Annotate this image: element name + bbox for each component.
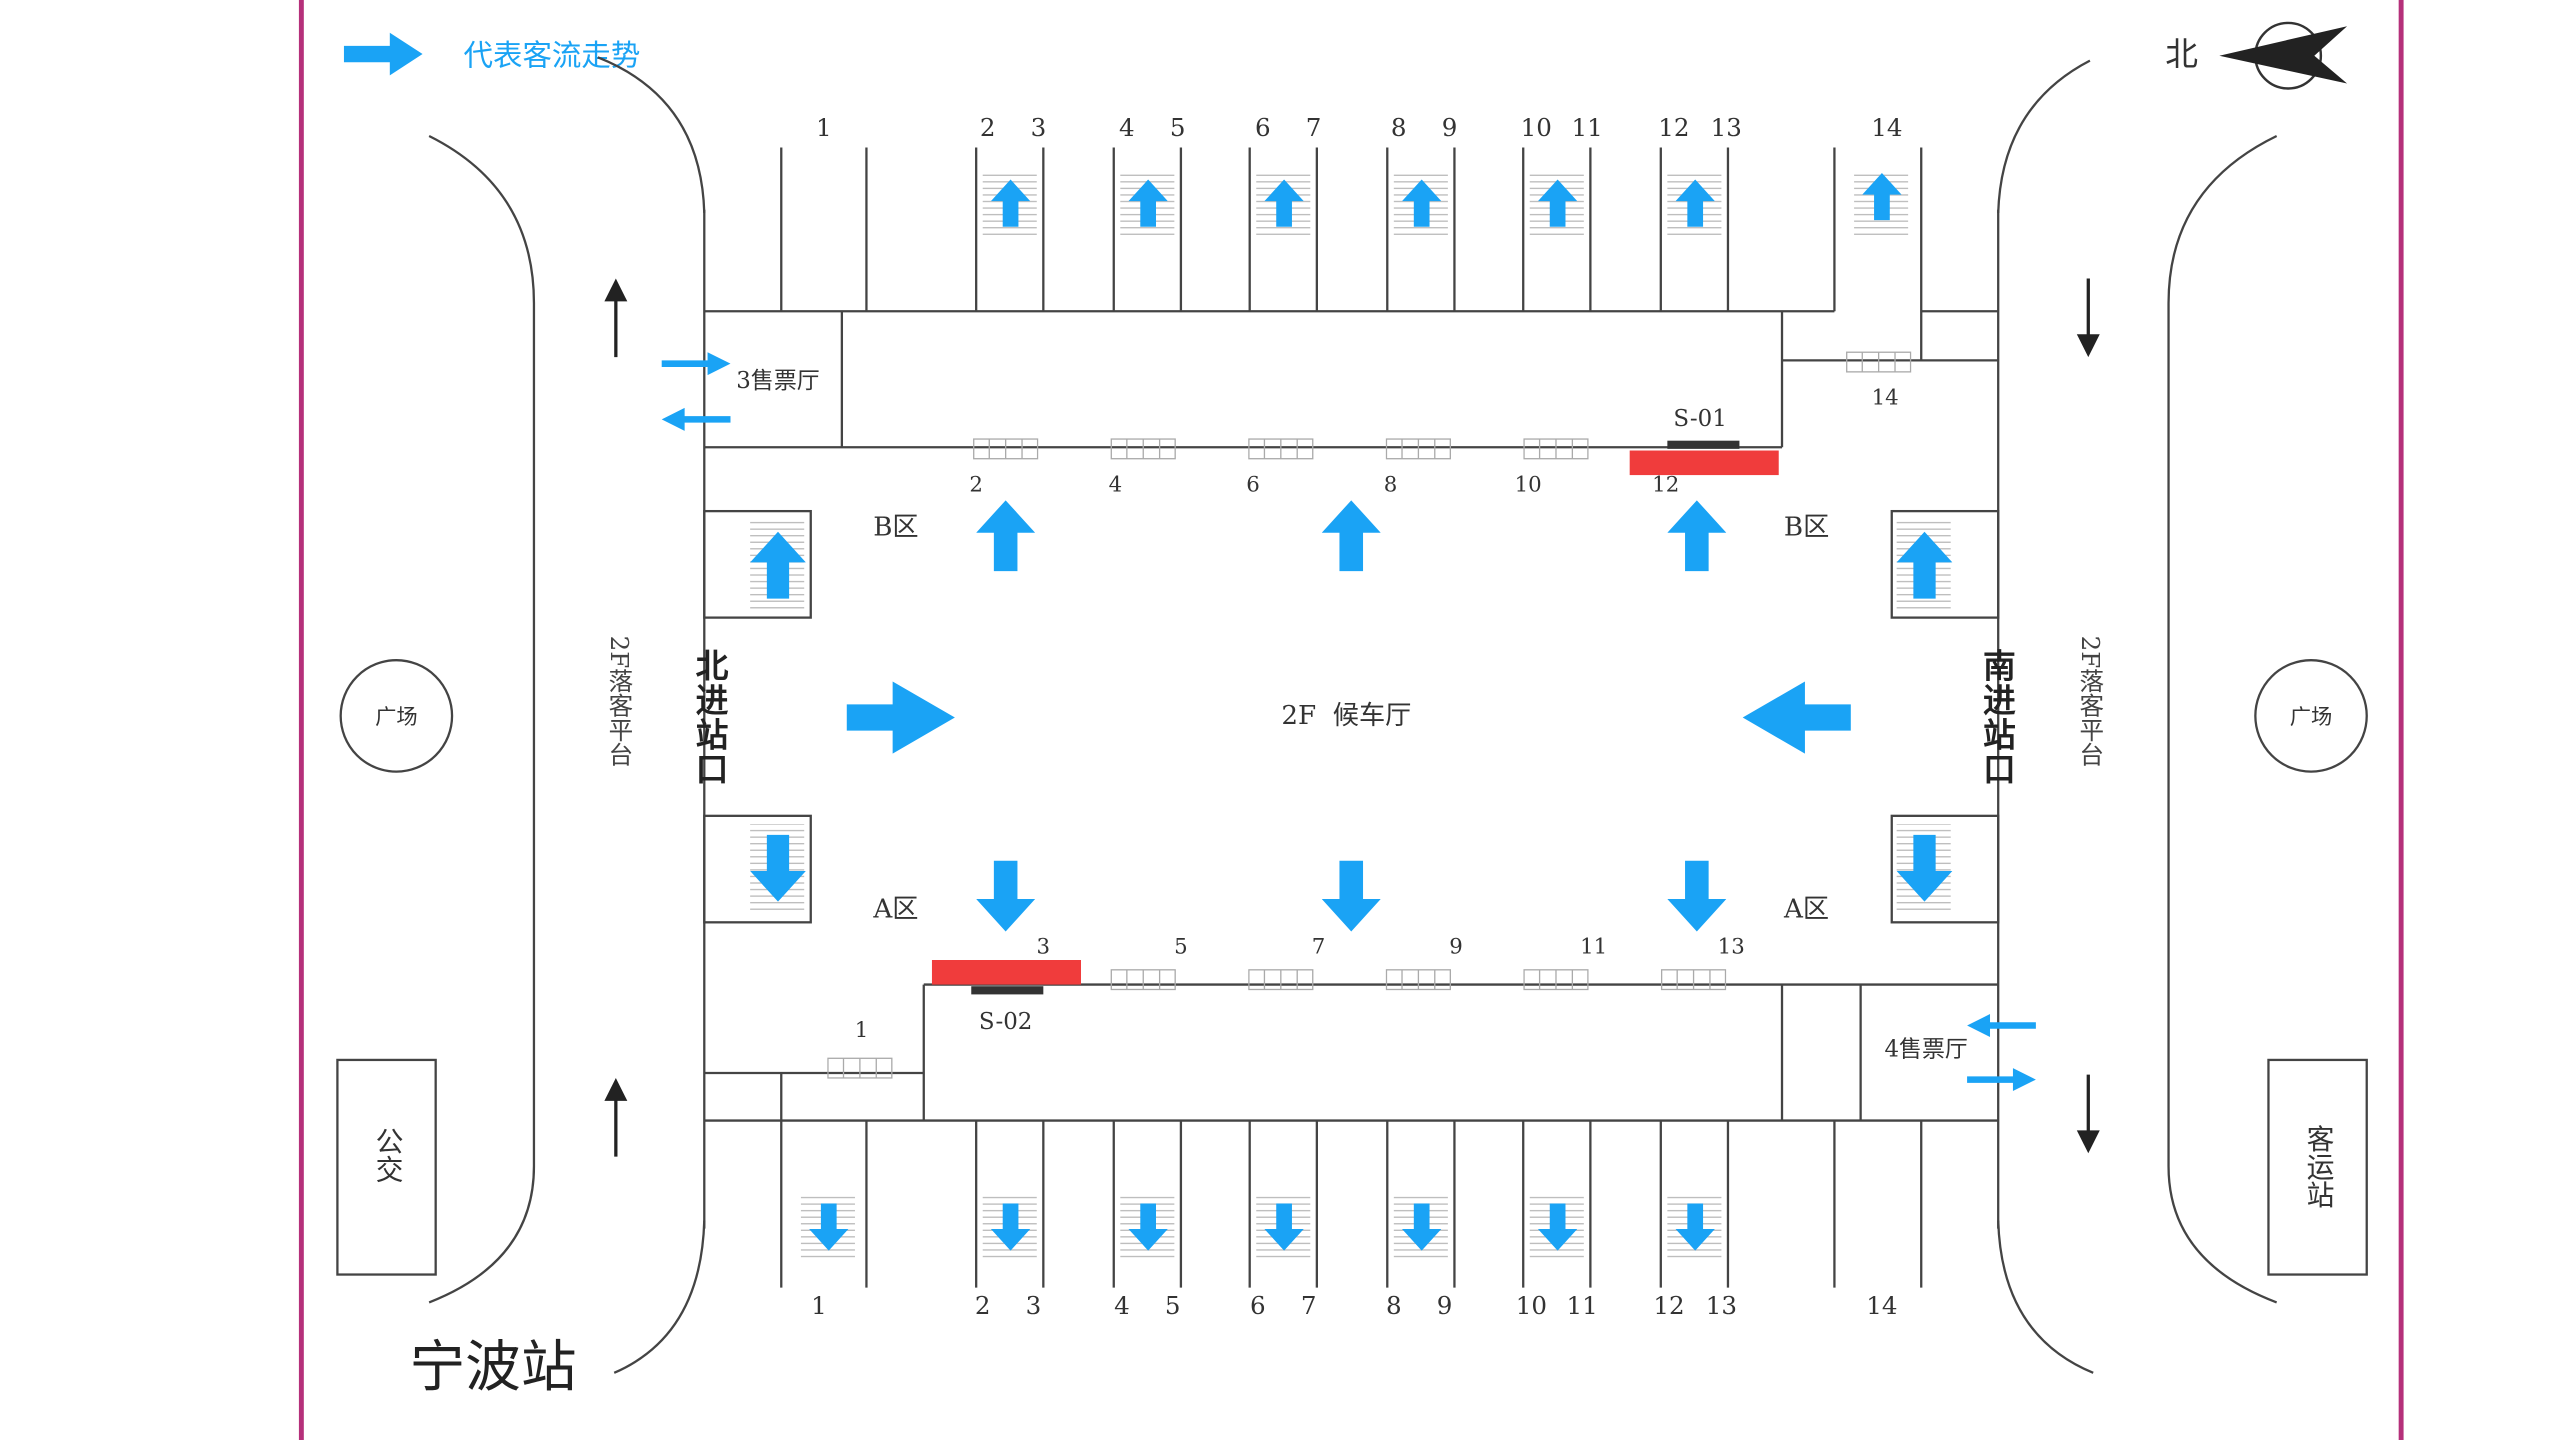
platform-number: 2 — [980, 113, 996, 142]
ad-panels — [931, 440, 1779, 995]
gate-number: 11 — [1580, 934, 1607, 959]
building — [703, 147, 2000, 1229]
gate-numbers: 2 4 6 8 10 12 3 5 7 9 11 13 14 1 — [855, 386, 1899, 1043]
north-entrance-label: 北进站口 — [691, 649, 729, 787]
road-direction-arrows — [604, 278, 2100, 1157]
road-curve — [1997, 59, 2091, 214]
top-platform-numbers: 1 2 3 4 5 6 7 8 9 10 11 12 13 14 — [816, 113, 1902, 142]
platform-number: 7 — [1306, 113, 1322, 142]
platform-number: 5 — [1165, 1291, 1181, 1320]
zone-label: B区 — [873, 513, 918, 543]
gate-number: 1 — [855, 1018, 869, 1043]
ad-panel-s02 — [931, 960, 1081, 985]
platform-number: 8 — [1386, 1291, 1402, 1320]
ad-label-s01: S-01 — [1673, 406, 1726, 432]
gate-number: 6 — [1246, 472, 1260, 497]
platform-number: 5 — [1170, 113, 1186, 142]
coach-station-label: 客运站 — [2303, 1125, 2336, 1209]
platform-number: 12 — [1658, 113, 1689, 142]
gate-number: 8 — [1384, 472, 1398, 497]
platform-number: 4 — [1119, 113, 1135, 142]
gate-number: 13 — [1718, 934, 1745, 959]
platform-number: 4 — [1114, 1291, 1130, 1320]
legend-arrow-icon — [343, 32, 423, 76]
ticket-hall-north: 3售票厅 — [736, 368, 819, 394]
platform-number: 2 — [975, 1291, 991, 1320]
platform-number: 14 — [1866, 1291, 1897, 1320]
platform-number: 14 — [1871, 113, 1902, 142]
gate-number: 14 — [1872, 386, 1899, 411]
bottom-stairs — [800, 1195, 1722, 1262]
flow-right-arrow-icon — [846, 681, 955, 754]
zone-label: A区 — [872, 894, 918, 924]
south-entrance-label: 南进站口 — [1978, 649, 2016, 787]
station-title: 宁波站 — [409, 1335, 576, 1400]
road-curve — [1997, 1220, 2094, 1374]
bottom-platform-numbers: 1 2 3 4 5 6 7 8 9 10 11 12 13 14 — [811, 1291, 1897, 1320]
platform-number: 8 — [1391, 113, 1407, 142]
bottom-platform-lines — [780, 1120, 1923, 1288]
ticket-hall-arrows — [661, 352, 2036, 1092]
gate-number: 4 — [1109, 472, 1123, 497]
platform-number: 13 — [1711, 113, 1742, 142]
hall-flow-arrows — [846, 500, 1851, 932]
platform-number: 3 — [1026, 1291, 1042, 1320]
legend-text: 代表客流走势 — [464, 39, 641, 73]
gate-number: 7 — [1312, 934, 1326, 959]
plaza-left-label: 广场 — [375, 705, 418, 730]
top-stairs — [982, 170, 1909, 236]
platform-number: 6 — [1255, 113, 1271, 142]
bus-box — [336, 1058, 437, 1276]
platform-number: 12 — [1653, 1291, 1684, 1320]
corner-escalators — [703, 509, 2000, 924]
platform-number: 3 — [1031, 113, 1047, 142]
platform-number: 10 — [1521, 113, 1552, 142]
platform-number: 9 — [1437, 1291, 1453, 1320]
gate-number: 5 — [1174, 934, 1188, 959]
gate-number: 12 — [1652, 472, 1679, 497]
flow-left-arrow-icon — [1742, 681, 1851, 754]
platform-number: 11 — [1571, 113, 1602, 142]
platform-number: 1 — [816, 113, 832, 142]
platform-number: 13 — [1706, 1291, 1737, 1320]
road-curve — [613, 1220, 706, 1374]
platform-number: 9 — [1442, 113, 1458, 142]
drop-off-platform-left: 2F落客平台 — [605, 636, 634, 767]
ad-label-s02: S-02 — [979, 1009, 1032, 1035]
compass: 北 — [2165, 21, 2348, 90]
platform-number: 11 — [1567, 1291, 1598, 1320]
ad-panel-s01 — [1629, 450, 1779, 476]
road-curve — [428, 134, 536, 1304]
gate-number: 10 — [1515, 472, 1542, 497]
road-curve — [2167, 134, 2278, 1304]
plaza-left-circle — [339, 659, 454, 773]
platform-number: 1 — [811, 1291, 827, 1320]
platform-number: 10 — [1516, 1291, 1547, 1320]
zone-label: A区 — [1783, 894, 1829, 924]
gate-number: 3 — [1037, 934, 1051, 959]
roads — [428, 56, 2278, 1374]
gate-number: 9 — [1449, 934, 1463, 959]
coach-box — [2267, 1058, 2368, 1276]
ticket-hall-south: 4售票厅 — [1884, 1037, 1967, 1063]
gate-number: 2 — [969, 472, 983, 497]
bus-label: 公交 — [372, 1127, 405, 1183]
plaza-right-circle — [2254, 659, 2368, 773]
platform-number: 7 — [1301, 1291, 1317, 1320]
drop-off-platform-right: 2F落客平台 — [2076, 636, 2105, 767]
flow-legend: 代表客流走势 — [343, 32, 641, 76]
waiting-hall-label: 2F 候车厅 — [1281, 701, 1411, 731]
plaza-right-label: 广场 — [2290, 705, 2333, 730]
platform-number: 6 — [1250, 1291, 1266, 1320]
road-curve — [597, 56, 706, 214]
compass-label: 北 — [2165, 36, 2198, 74]
compass-needle-icon — [2219, 26, 2348, 84]
top-platform-lines — [780, 147, 1836, 312]
zone-label: B区 — [1784, 513, 1829, 543]
